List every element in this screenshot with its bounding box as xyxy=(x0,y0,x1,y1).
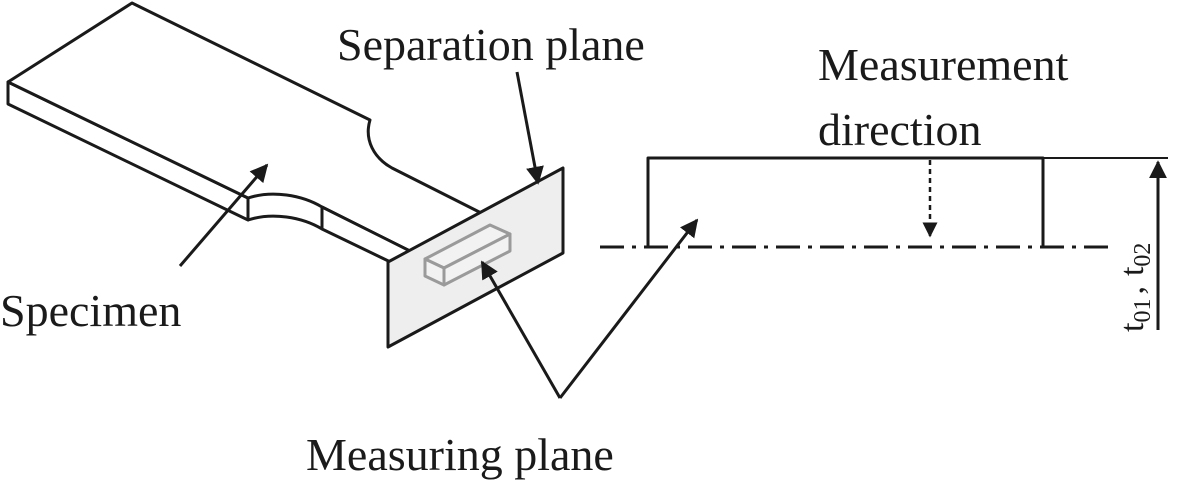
specimen-neck-side xyxy=(247,214,323,231)
measurement-direction-label-line2: direction xyxy=(818,104,982,155)
specimen-label: Specimen xyxy=(0,285,181,336)
thickness-label-t2: t xyxy=(1114,266,1151,276)
measurement-direction-label-line1: Measurement xyxy=(818,39,1069,90)
specimen-leader-arrow xyxy=(178,163,269,267)
separation-plane-leader-arrow xyxy=(515,71,544,185)
thickness-label-t1: t xyxy=(1114,322,1151,332)
measuring-plane-box xyxy=(423,223,512,287)
measuring-plane-leader-arrow-left xyxy=(480,260,562,399)
cross-section xyxy=(600,156,1168,330)
measuring-plane-label: Measuring plane xyxy=(306,429,614,480)
cross-section-outline xyxy=(646,156,1045,247)
specimen-body xyxy=(6,1,507,284)
thickness-label-sub2: 02 xyxy=(1130,243,1156,267)
thickness-label-separator: , xyxy=(1114,286,1151,295)
leader-arrows xyxy=(178,71,699,399)
svg-text:t01,t02: t01,t02 xyxy=(1114,243,1156,332)
thickness-label-sub1: 01 xyxy=(1130,299,1156,323)
separation-plane-label: Separation plane xyxy=(337,19,645,70)
thickness-label: t01,t02 xyxy=(1114,243,1156,332)
measuring-plane-leader-arrow-right xyxy=(558,218,699,399)
